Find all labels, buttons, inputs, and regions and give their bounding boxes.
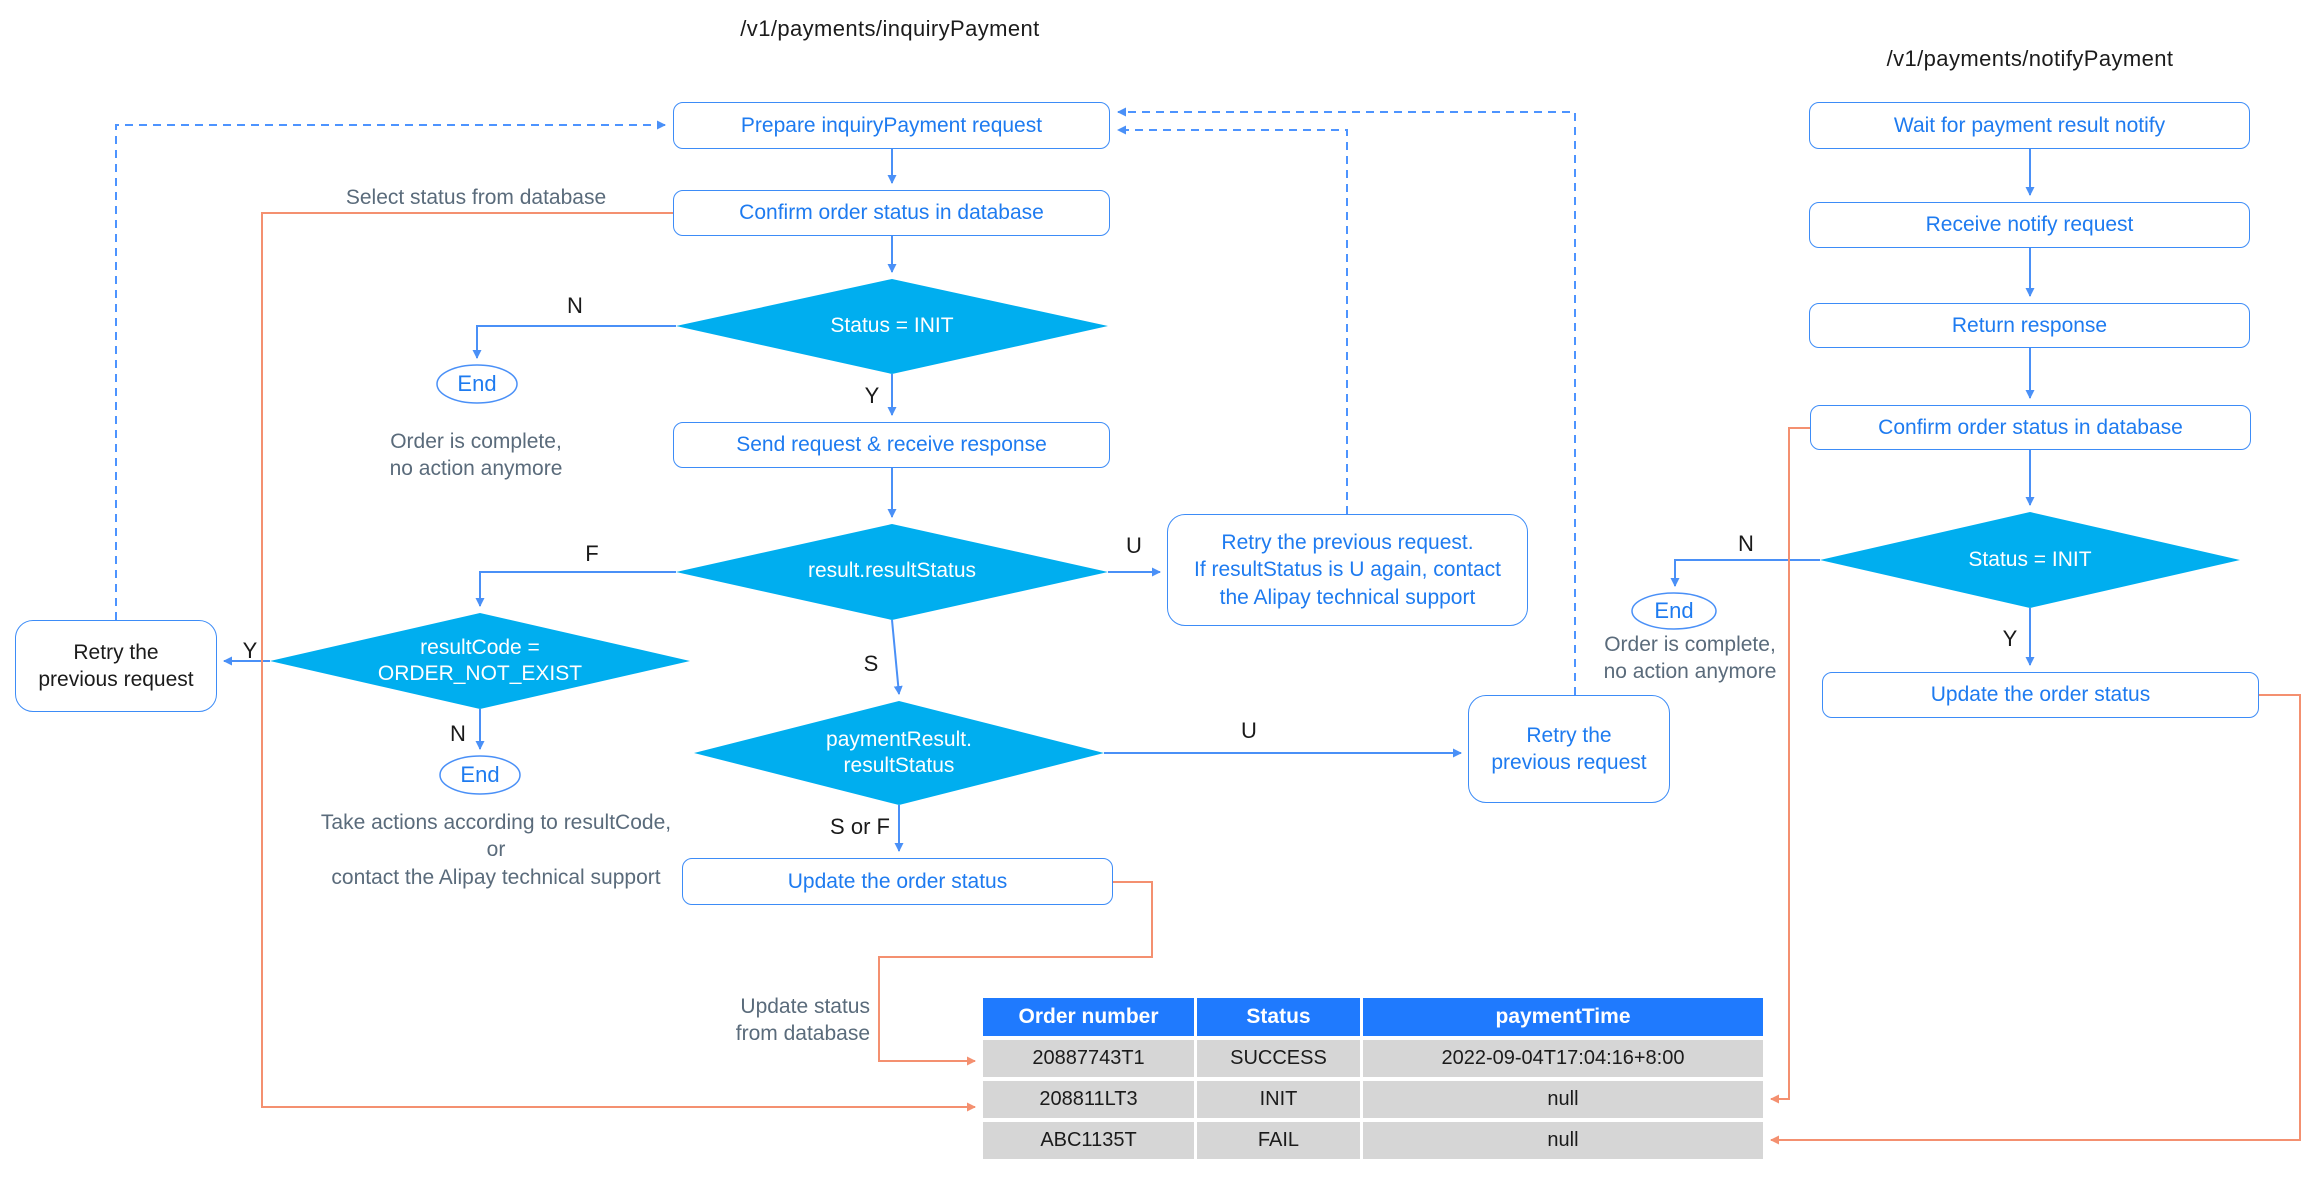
edge-diamond5-end3 <box>1670 559 1820 587</box>
table-header-payment-time: paymentTime <box>1363 998 1763 1036</box>
edge-label-f: F <box>585 541 599 566</box>
end-label-2: End <box>460 762 500 787</box>
edge-retryleft-prepare-dashed <box>115 120 666 620</box>
edge-label-y-left: Y <box>864 383 880 408</box>
table-row2-status: INIT <box>1197 1081 1360 1118</box>
status-init-left-diamond <box>676 279 1108 374</box>
payment-result-label: paymentResult. resultStatus <box>826 727 972 777</box>
edge-retryright-prepare-dashed <box>1117 107 1576 695</box>
end-label-3: End <box>1654 598 1694 623</box>
end-label-1: End <box>457 371 497 396</box>
confirm-order-db-right-box: Confirm order status in database <box>1810 405 2251 450</box>
status-init-right-label: Status = INIT <box>1968 547 2092 571</box>
confirm-order-db-left-box: Confirm order status in database <box>673 190 1110 236</box>
edge-label-s-or-f: S or F <box>830 814 890 839</box>
edge-confirmr-row2 <box>1770 427 1810 1104</box>
result-code-label: resultCode = ORDER_NOT_EXIST <box>377 635 583 685</box>
table-header-order-number: Order number <box>983 998 1194 1036</box>
table-row1-status: SUCCESS <box>1197 1040 1360 1077</box>
return-response-box: Return response <box>1809 303 2250 348</box>
table-row2-order: 208811LT3 <box>983 1081 1194 1118</box>
edge-label-u-payment: U <box>1241 718 1257 743</box>
edge-diamond2-diamond3 <box>475 571 676 607</box>
edge-label-u-result: U <box>1126 533 1142 558</box>
edge-update-status-row1 <box>878 881 1153 1066</box>
payment-result-diamond <box>694 701 1104 805</box>
update-status-annotation: Update status from database <box>735 995 870 1046</box>
retry-previous-request-right-box: Retry the previous request <box>1468 695 1670 803</box>
inquiry-flow-title: /v1/payments/inquiryPayment <box>740 16 1040 41</box>
receive-notify-box: Receive notify request <box>1809 202 2250 248</box>
edge-diamond2-diamond4 <box>891 619 903 695</box>
edge-label-y-code: Y <box>242 638 258 663</box>
end-terminator-1 <box>436 364 518 404</box>
end-terminator-3 <box>1631 592 1717 630</box>
send-request-box: Send request & receive response <box>673 422 1110 468</box>
order-complete-right-annotation: Order is complete, no action anymore <box>1603 633 1777 684</box>
wait-payment-notify-box: Wait for payment result notify <box>1809 102 2250 149</box>
notify-flow-title: /v1/payments/notifyPayment <box>1886 46 2174 71</box>
table-header-status: Status <box>1197 998 1360 1036</box>
retry-if-u-again-box: Retry the previous request. If resultSta… <box>1167 514 1528 626</box>
edge-label-s: S <box>863 651 879 676</box>
edge-select-status-row2 <box>261 212 976 1112</box>
edge-retryu-prepare-dashed <box>1117 125 1348 514</box>
table-row1-time: 2022-09-04T17:04:16+8:00 <box>1363 1040 1763 1077</box>
select-status-annotation: Select status from database <box>345 186 607 209</box>
update-order-status-left-box: Update the order status <box>682 858 1113 905</box>
edge-updater-row3 <box>1770 694 2301 1145</box>
table-row3-status: FAIL <box>1197 1122 1360 1159</box>
result-status-diamond <box>676 524 1108 620</box>
order-status-table: Order number Status paymentTime 20887743… <box>983 998 1763 1159</box>
result-status-label: result.resultStatus <box>807 559 977 583</box>
edge-label-n-left: N <box>567 293 583 318</box>
edge-label-n-right: N <box>1738 531 1754 556</box>
result-code-diamond <box>270 613 690 709</box>
take-actions-annotation: Take actions according to resultCode, or… <box>320 811 672 889</box>
prepare-inquiry-box: Prepare inquiryPayment request <box>673 102 1110 149</box>
status-init-left-label: Status = INIT <box>830 314 954 338</box>
edge-diamond1-end1 <box>472 325 676 359</box>
order-complete-left-annotation: Order is complete, no action anymore <box>389 430 563 481</box>
table-row3-order: ABC1135T <box>983 1122 1194 1159</box>
table-row1-order: 20887743T1 <box>983 1040 1194 1077</box>
end-terminator-2 <box>439 755 521 795</box>
update-order-status-right-box: Update the order status <box>1822 672 2259 718</box>
table-row2-time: null <box>1363 1081 1763 1118</box>
status-init-right-diamond <box>1820 512 2240 608</box>
edge-label-y-right: Y <box>2002 626 2018 651</box>
edge-label-n-code: N <box>450 721 466 746</box>
table-row3-time: null <box>1363 1122 1763 1159</box>
retry-previous-request-left-box: Retry the previous request <box>15 620 217 712</box>
